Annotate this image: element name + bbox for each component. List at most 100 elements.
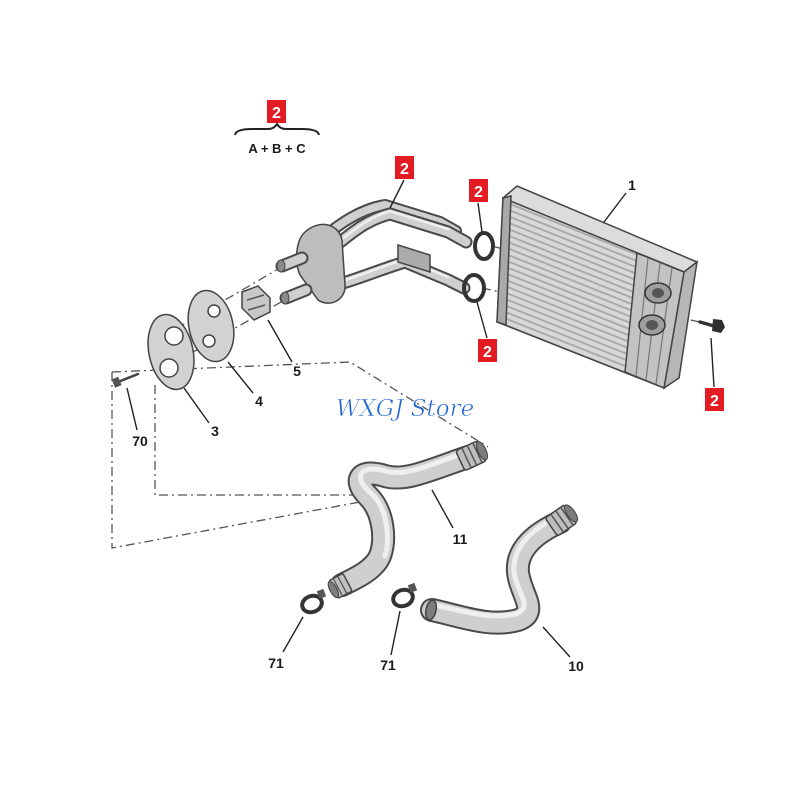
leader-core-screw (710, 337, 715, 388)
upper-hose-bottom-end (327, 573, 353, 599)
frame-inner-line (154, 385, 358, 496)
callout-label: 2 (483, 344, 492, 361)
connector-rib (555, 510, 569, 530)
clip (241, 285, 271, 321)
lower-hose-top-connector (545, 504, 579, 536)
lower-hose (420, 504, 579, 635)
leader-plate-screw (126, 387, 138, 431)
connector-rib (550, 513, 565, 533)
outer-plate-hole (164, 326, 184, 346)
label-outer-plate: 3 (211, 423, 219, 439)
clip-body (241, 285, 271, 321)
label-upper-hose: 11 (453, 531, 468, 547)
callout-upper-seal: 2 (469, 179, 488, 202)
leader-lines (126, 179, 715, 658)
label-clip: 5 (293, 363, 301, 379)
group-callout: 2 A + B + C (234, 100, 320, 156)
label-lower-hose: 10 (568, 658, 584, 674)
leader-inner-plate (227, 361, 254, 394)
callout-core-screw: 2 (705, 388, 724, 411)
core-inlet-bore (652, 288, 664, 298)
callout-label: 2 (710, 393, 719, 410)
heater-core (496, 185, 699, 390)
plate-screw-head (111, 376, 122, 388)
callout-box (469, 179, 488, 202)
leader-lower-seal (476, 301, 488, 339)
leader-upper-hose (431, 489, 454, 529)
callout-box (395, 156, 414, 179)
right-hose-clamp (391, 582, 418, 609)
inner-plate-body (187, 289, 235, 363)
connector-rib (461, 447, 472, 469)
outer-plate (147, 313, 195, 391)
leader-heater-core (603, 192, 627, 223)
label-plate-screw: 70 (132, 433, 148, 449)
leader-left-clamp (282, 616, 304, 653)
pipe-bracket (397, 243, 431, 274)
label-left-clamp: 71 (268, 655, 284, 671)
upper-hose (327, 440, 489, 599)
lower-hose-highlight (431, 514, 560, 619)
inner-plate-hole (207, 304, 221, 318)
leader-right-clamp (390, 610, 401, 656)
tank-ridge (635, 257, 649, 377)
clamp-tab (407, 582, 418, 593)
connector-opening (563, 504, 579, 523)
label-heater-core: 1 (628, 177, 636, 193)
callout-label: 2 (400, 161, 409, 178)
connector-rib (466, 445, 478, 466)
upper-o-ring (473, 231, 495, 261)
screw-shank (698, 320, 716, 328)
nozzle-lower-tip (280, 291, 290, 305)
leader-upper-seal (477, 202, 483, 233)
lower-hose-left-opening (424, 599, 438, 621)
upper-hose-top-connector (455, 440, 489, 471)
end-opening (327, 581, 340, 599)
end-rib (332, 578, 344, 597)
clamp-band (300, 593, 324, 615)
callout-box (705, 388, 724, 411)
callout-pipe-set: 2 (395, 156, 414, 179)
inner-plate (187, 289, 235, 363)
group-ref-label: 2 (272, 105, 281, 122)
leader-outer-plate (183, 387, 210, 424)
lower-hose-body (422, 512, 570, 633)
clip-slot (246, 294, 265, 301)
clamp-band (391, 587, 415, 609)
core-left-cap (496, 195, 512, 327)
plate-screw (111, 372, 140, 388)
frame-outer-line (111, 372, 361, 549)
inner-plate-hole (202, 334, 216, 348)
outer-plate-hole (159, 358, 179, 378)
leader-pipe-set (389, 179, 405, 209)
callout-lower-seal: 2 (478, 339, 497, 362)
upper-hose-body (332, 447, 478, 595)
callout-box (478, 339, 497, 362)
leader-lower-hose (542, 626, 571, 658)
group-ref-box (267, 100, 286, 123)
clamp-tab (316, 588, 327, 599)
group-brace (234, 122, 320, 136)
label-inner-plate: 4 (255, 393, 263, 409)
lower-o-ring (462, 273, 486, 303)
pipe-set (275, 199, 473, 305)
end-rib (336, 575, 348, 595)
group-formula: A + B + C (248, 141, 306, 156)
left-hose-clamp (300, 588, 327, 615)
core-screw (698, 319, 725, 333)
plate-screw-shank (116, 372, 140, 384)
store-watermark: WXGJ Store (336, 396, 474, 422)
connector-opening (475, 440, 489, 461)
label-right-clamp: 71 (380, 657, 396, 673)
nozzle-upper-tip (276, 259, 286, 273)
callout-label: 2 (474, 184, 483, 201)
screw-head (712, 319, 725, 333)
leader-clip (267, 319, 293, 363)
core-outlet-bore (646, 320, 658, 330)
upper-hose-highlight (357, 449, 469, 559)
clip-slot (247, 304, 266, 311)
connector-rib (560, 506, 574, 526)
connector-rib (472, 442, 483, 464)
